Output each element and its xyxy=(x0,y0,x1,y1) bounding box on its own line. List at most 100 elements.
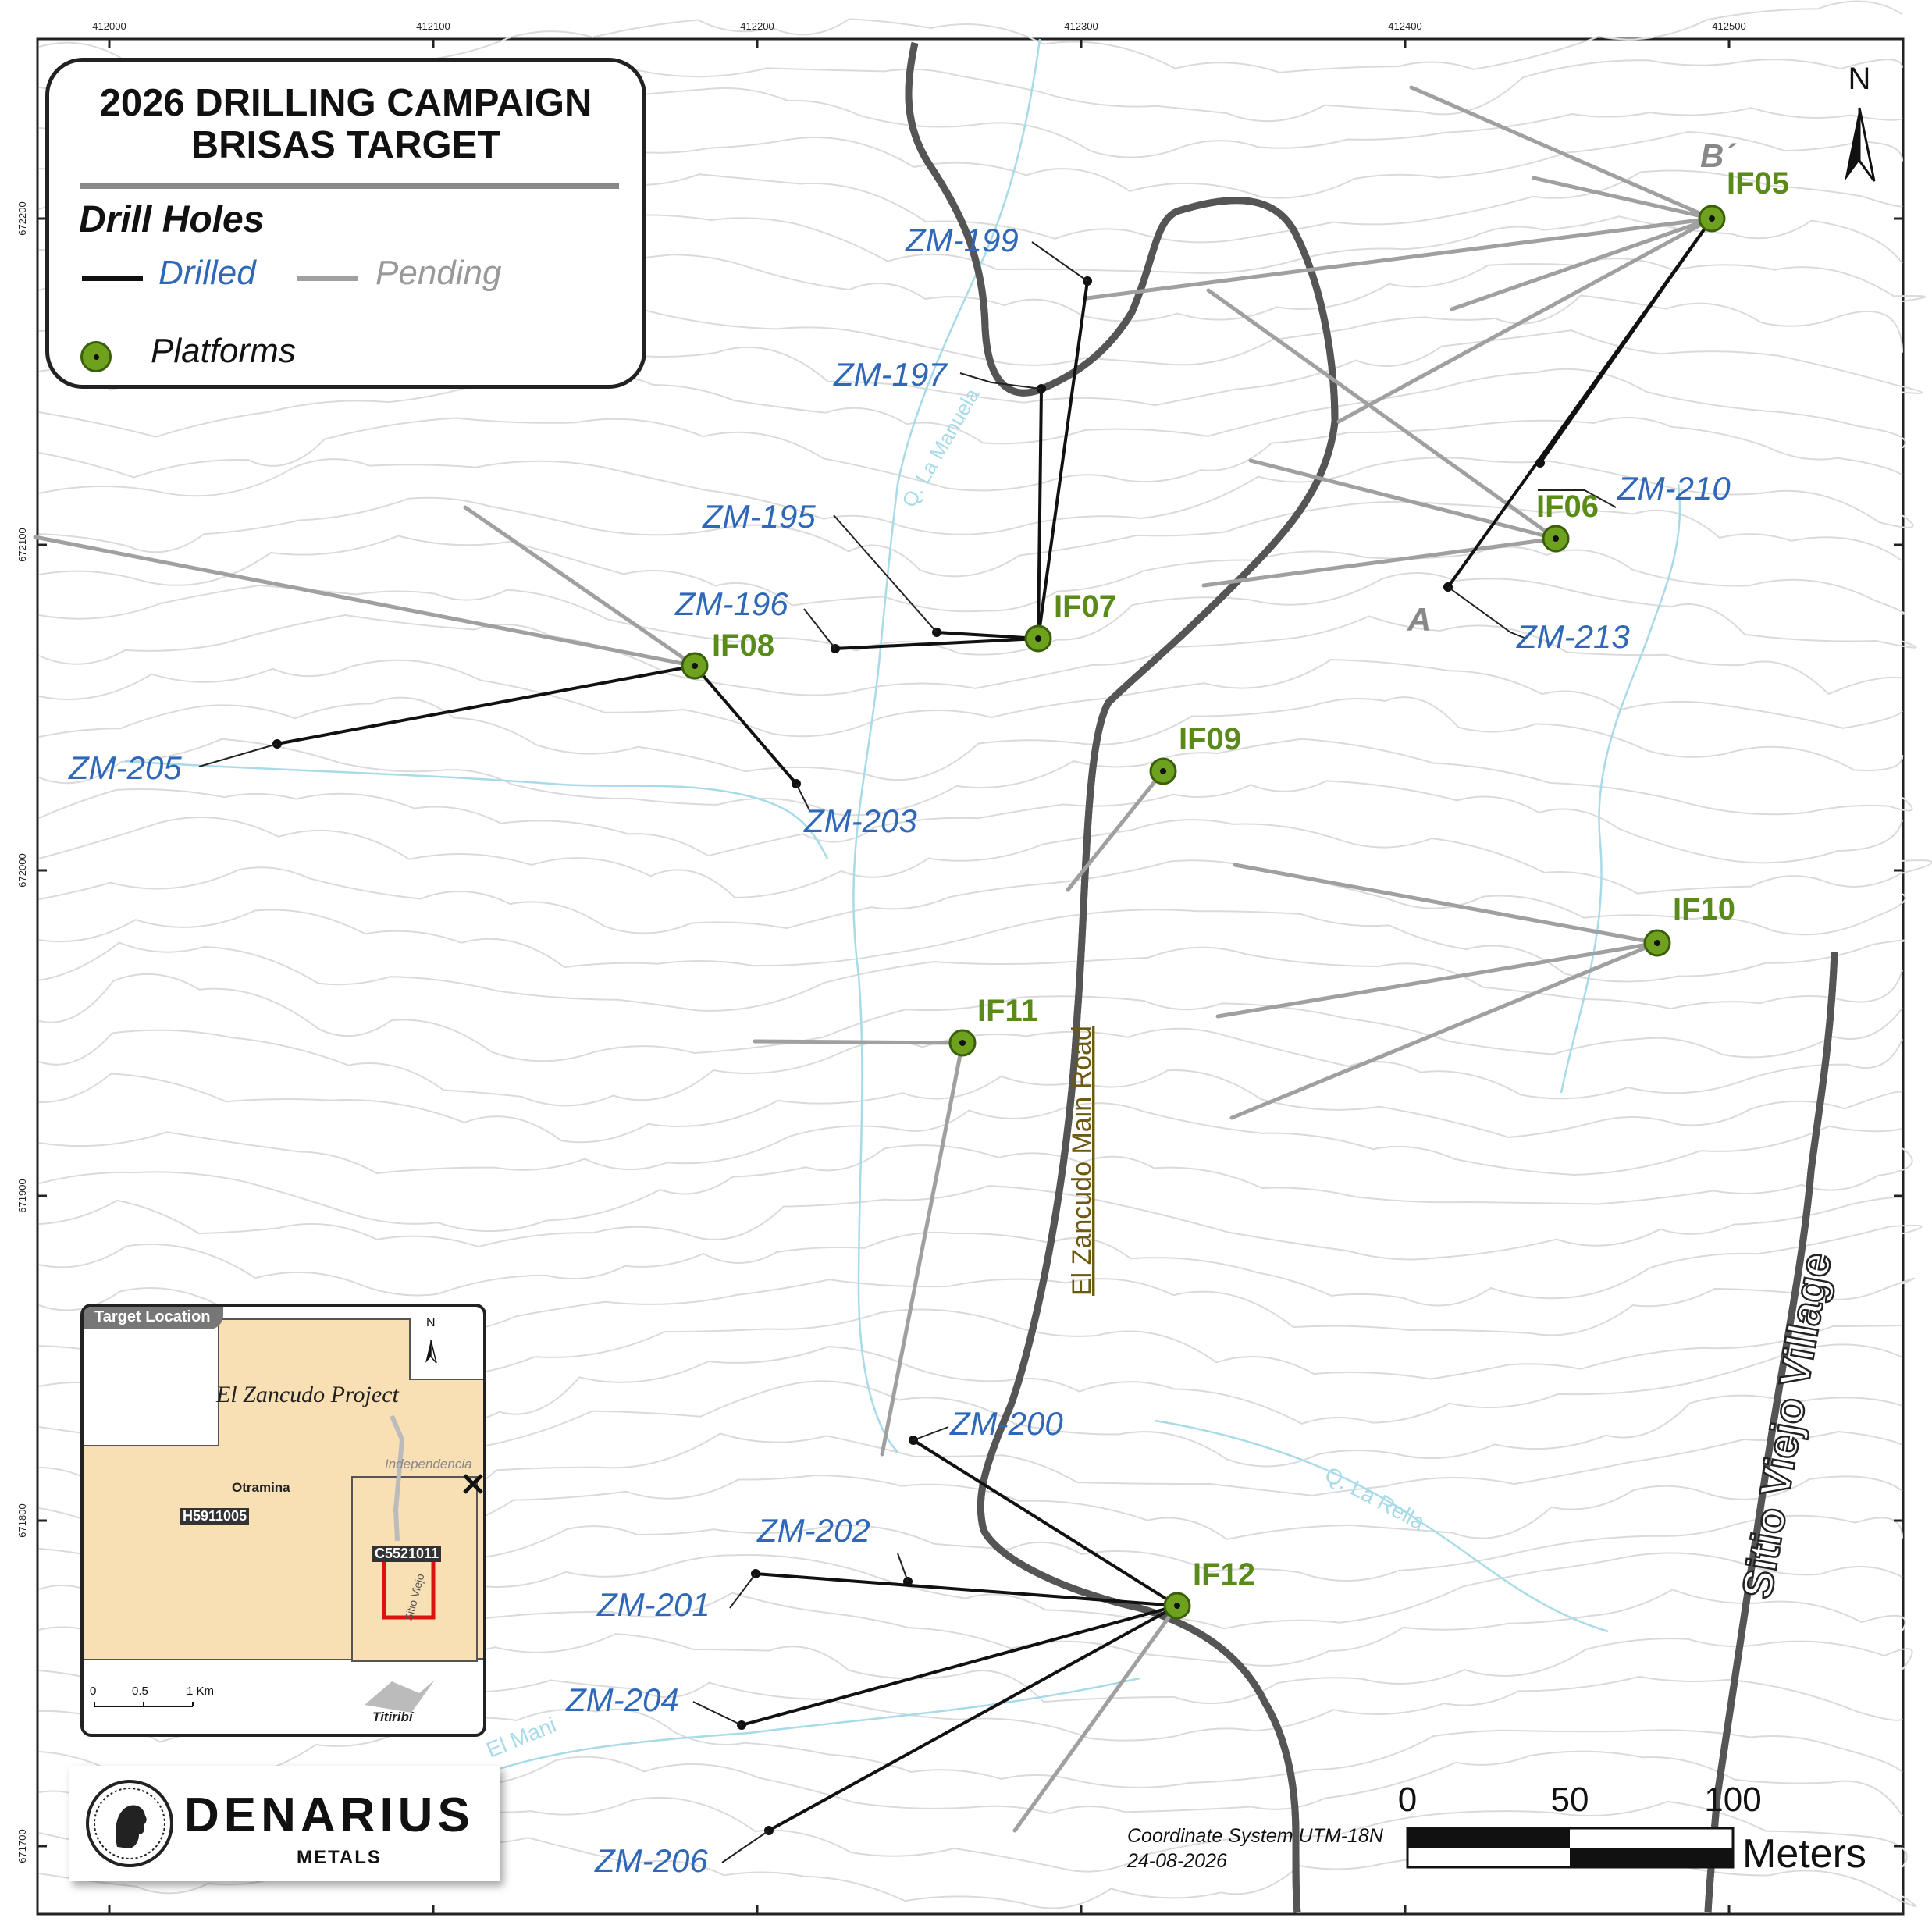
pending-line-swatch xyxy=(297,276,358,281)
north-arrow-label: N xyxy=(1848,62,1871,96)
y-tick-672000: 672000 xyxy=(16,853,28,887)
hole-labels: ZM-195 ZM-196 ZM-197 ZM-199 ZM-200 ZM-20… xyxy=(68,222,1731,1879)
legend-drilled-label: Drilled xyxy=(158,254,256,292)
pending-trace xyxy=(463,505,697,668)
logo-sub: METALS xyxy=(297,1847,382,1868)
y-tick-671800: 671800 xyxy=(16,1503,28,1537)
logo-name: DENARIUS xyxy=(184,1788,475,1842)
contour-line xyxy=(38,1144,1913,1233)
drilled-trace xyxy=(1446,217,1713,589)
scale-tick-50: 50 xyxy=(1551,1781,1589,1819)
contour-line xyxy=(38,614,1903,696)
platform-IF05[interactable] xyxy=(1698,205,1726,233)
section-markers: A B´ xyxy=(1407,137,1737,638)
platform-IF11[interactable] xyxy=(948,1029,977,1057)
drilled-trace xyxy=(936,631,1039,640)
pending-trace xyxy=(1066,769,1165,892)
pending-trace xyxy=(1012,1603,1179,1833)
platform-label-IF06: IF06 xyxy=(1536,489,1599,524)
contour-line xyxy=(38,658,1903,738)
inset-independencia-label: Independencia xyxy=(385,1457,472,1471)
platform-IF08[interactable] xyxy=(681,652,709,680)
pending-trace xyxy=(1336,216,1714,424)
pending-trace xyxy=(33,535,697,668)
platform-IF09[interactable] xyxy=(1149,757,1177,785)
platform-label-IF11: IF11 xyxy=(977,994,1038,1028)
platform-IF12[interactable] xyxy=(1163,1592,1191,1620)
section-marker-B: B´ xyxy=(1700,137,1737,174)
platform-IF07[interactable] xyxy=(1024,624,1052,653)
inset-claim-c: C5521011 xyxy=(372,1546,442,1562)
drilled-trace xyxy=(1037,280,1089,639)
x-tick-412100: 412100 xyxy=(416,20,450,32)
pending-trace xyxy=(1229,941,1660,1120)
contour-line xyxy=(38,817,1932,898)
road-label: El Zancudo Main Road xyxy=(1067,1026,1097,1296)
platform-label-IF12: IF12 xyxy=(1193,1557,1255,1592)
y-tick-671700: 671700 xyxy=(16,1829,28,1863)
scale-tick-100: 100 xyxy=(1704,1781,1761,1819)
drilled-trace xyxy=(768,1604,1178,1832)
pending-trace xyxy=(1206,288,1558,541)
hole-label-ZM-202: ZM-202 xyxy=(756,1512,870,1549)
legend-platforms-label: Platforms xyxy=(151,332,296,370)
contour-line xyxy=(38,973,1903,1062)
pending-trace xyxy=(880,1041,965,1457)
pending-trace xyxy=(1201,536,1558,588)
scale-tick-0: 0 xyxy=(1398,1781,1417,1819)
drilled-trace xyxy=(834,637,1039,650)
contour-line xyxy=(38,1708,1903,1788)
x-tick-412300: 412300 xyxy=(1064,20,1098,32)
pending-trace xyxy=(1450,216,1714,311)
drilled-trace xyxy=(741,1604,1178,1727)
platform-IF06[interactable] xyxy=(1542,525,1570,553)
inset-scale-05: 0.5 xyxy=(132,1685,148,1698)
contour-line xyxy=(38,909,1905,983)
y-tick-672100: 672100 xyxy=(16,528,28,561)
section-marker-A: A xyxy=(1407,601,1431,638)
x-tick-412500: 412500 xyxy=(1712,20,1745,32)
inset-titiribi-label: Titiribí xyxy=(372,1710,413,1724)
drilled-trace xyxy=(755,1572,1178,1607)
platform-label-IF10: IF10 xyxy=(1673,892,1735,927)
pending-trace xyxy=(1532,176,1714,221)
contour-line xyxy=(38,1069,1903,1144)
platform-label-IF05: IF05 xyxy=(1727,166,1789,201)
map-title-line1: 2026 DRILLING CAMPAIGN xyxy=(99,82,592,124)
hole-label-ZM-201: ZM-201 xyxy=(596,1586,710,1623)
x-tick-412200: 412200 xyxy=(740,20,774,32)
contour-line xyxy=(38,457,1914,535)
leader-lines xyxy=(198,241,1617,1863)
contour-line xyxy=(38,738,1913,817)
coordinate-system: Coordinate System UTM-18N xyxy=(1127,1825,1383,1847)
platform-symbol-icon xyxy=(80,341,112,372)
hole-label-ZM-210: ZM-210 xyxy=(1617,470,1731,507)
pending-trace xyxy=(1248,458,1558,541)
inset-road xyxy=(390,1414,405,1542)
platform-label-IF09: IF09 xyxy=(1179,722,1241,756)
platform-IF10[interactable] xyxy=(1643,929,1671,957)
pending-trace xyxy=(1409,85,1714,221)
x-tick-412400: 412400 xyxy=(1388,20,1421,32)
drilled-line-swatch xyxy=(82,276,143,281)
inset-north-label: N xyxy=(426,1316,436,1329)
scale-bar: 0 50 100 Meters xyxy=(1398,1781,1866,1877)
pending-trace xyxy=(753,1039,965,1045)
creeks xyxy=(124,38,1681,1781)
pending-trace xyxy=(1084,216,1714,301)
inset-project-label: El Zancudo Project xyxy=(216,1382,399,1407)
y-tick-672200: 672200 xyxy=(16,201,28,235)
roads xyxy=(909,43,1834,1912)
hole-label-ZM-200: ZM-200 xyxy=(949,1405,1063,1442)
north-arrow-icon: N xyxy=(1845,62,1876,182)
inset-claim-h: H5911005 xyxy=(180,1508,250,1525)
inset-tab: Target Location xyxy=(84,1307,223,1329)
grid-labels: 412000 412100 412200 412300 412400 41250… xyxy=(16,20,1746,1863)
contour-line xyxy=(38,1224,1923,1307)
legend-divider xyxy=(80,183,619,189)
hole-label-ZM-205: ZM-205 xyxy=(68,749,182,786)
legend-section-title: Drill Holes xyxy=(79,199,265,240)
platforms xyxy=(681,205,1726,1620)
hole-label-ZM-213: ZM-213 xyxy=(1516,618,1630,655)
hole-label-ZM-197: ZM-197 xyxy=(833,356,948,393)
